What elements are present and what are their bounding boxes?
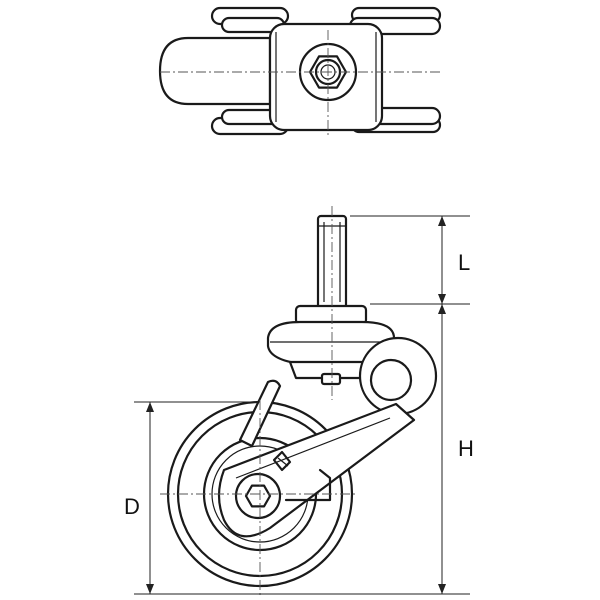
dimension-label-L: L bbox=[458, 250, 470, 275]
dimension-H: H bbox=[438, 304, 474, 594]
wheel-logo-mark bbox=[272, 450, 292, 472]
brake-loop bbox=[358, 336, 438, 416]
axle-hub bbox=[234, 472, 282, 520]
dimension-label-D: D bbox=[124, 494, 140, 519]
top-view bbox=[158, 6, 442, 136]
dimension-D: D bbox=[124, 402, 154, 594]
top-view-stem bbox=[158, 36, 272, 106]
side-view bbox=[160, 206, 438, 598]
dimension-label-H: H bbox=[458, 436, 474, 461]
dimension-L: L bbox=[438, 216, 470, 304]
dimensions: L H D bbox=[124, 215, 474, 595]
